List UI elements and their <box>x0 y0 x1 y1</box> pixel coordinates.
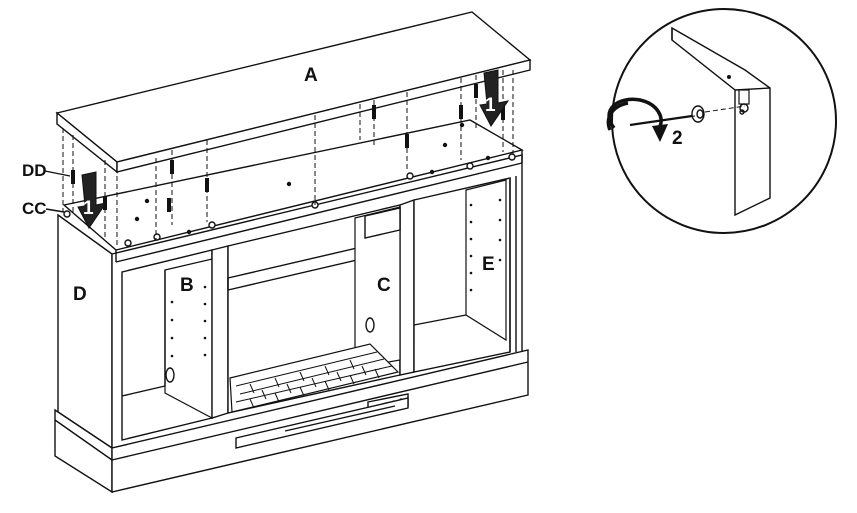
shelf-pin-holes <box>170 198 502 358</box>
step-number-detail: 2 <box>672 128 683 149</box>
firebox-brick-floor <box>229 343 400 413</box>
down-arrow-left-icon <box>77 171 108 229</box>
cam-lock-cc-group <box>63 122 516 247</box>
wire-holes <box>165 317 375 383</box>
top-panel-a <box>55 11 532 174</box>
label-panel-e: E <box>482 254 495 275</box>
leader-line-dd <box>44 170 71 177</box>
label-cam-lock-cc: CC <box>22 199 47 218</box>
down-arrow-right-icon <box>479 69 510 127</box>
cabinet-body <box>54 119 529 494</box>
leader-line-cc <box>45 208 65 213</box>
label-top-panel-a: A <box>304 65 318 86</box>
label-panel-d: D <box>73 284 87 305</box>
step-number-right: 1 <box>485 95 496 116</box>
alignment-lines <box>62 70 514 245</box>
label-panel-c: C <box>377 275 391 296</box>
step-number-left: 1 <box>83 198 94 219</box>
rotate-arrow-icon <box>606 97 668 142</box>
label-dowel-dd: DD <box>22 161 47 180</box>
detail-inset <box>611 8 837 234</box>
heater-vent <box>235 397 409 449</box>
label-panel-b: B <box>180 275 194 296</box>
